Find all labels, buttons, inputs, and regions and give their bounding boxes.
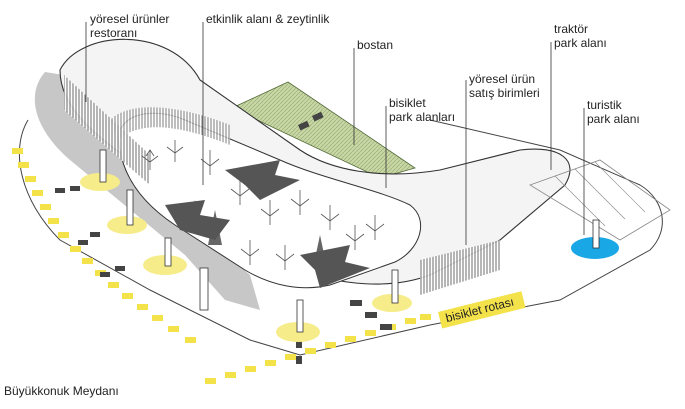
circulation-arrow-2: [225, 160, 300, 200]
label-square: Büyükkonuk Meydanı: [4, 384, 119, 398]
tractor-parking-area: [529, 159, 671, 241]
garden-paver-2: [312, 111, 324, 122]
label-event-area: etkinlik alanı & zeytinlik: [206, 12, 330, 26]
label-tourist-parking: turistik park alanı: [587, 98, 640, 126]
olive-grove-trees: [141, 140, 385, 270]
garden-paver-1: [297, 120, 310, 131]
label-tractor-parking: traktör park alanı: [554, 22, 607, 50]
label-bike-parking: bisiklet park alanları: [389, 96, 456, 124]
facade-glass-right: [420, 240, 500, 295]
leader-lines: [85, 22, 585, 245]
label-restaurant: yöresel ürünler restoranı: [90, 12, 170, 40]
parking-stripes: [554, 161, 646, 227]
circulation-arrow-1: [165, 200, 230, 240]
facade-glass-left: [64, 75, 150, 185]
road-crossing-dashes: [55, 186, 392, 364]
garden-bostan: [231, 81, 416, 179]
label-garden: bostan: [357, 38, 394, 52]
signage-posts: [99, 149, 600, 333]
facade-glass-inner: [110, 107, 230, 145]
circulation-arrow-3: [300, 245, 370, 288]
label-sales-units: yöresel ürün satış birimleri: [469, 72, 540, 100]
